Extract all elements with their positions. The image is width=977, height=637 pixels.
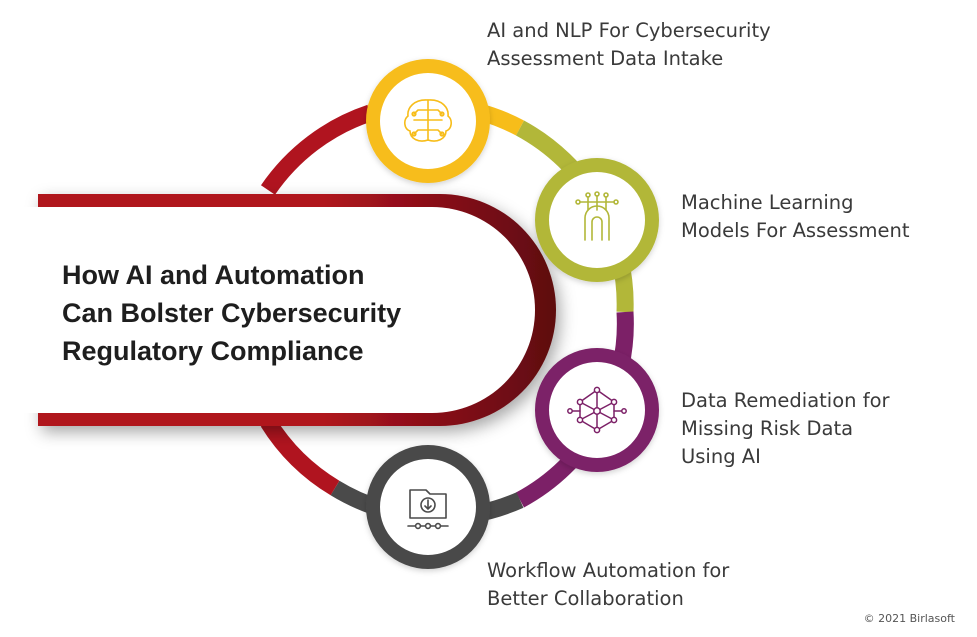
step-3-line-1: Data Remediation for bbox=[681, 389, 890, 412]
step-2-line-1: Machine Learning bbox=[681, 191, 854, 214]
workflow-folder-icon bbox=[407, 489, 449, 530]
step-label-4: Workflow Automation for Better Collabora… bbox=[487, 557, 729, 613]
page-title: How AI and Automation Can Bolster Cybers… bbox=[62, 256, 482, 370]
step-label-2: Machine Learning Models For Assessment bbox=[681, 189, 910, 245]
step-label-3: Data Remediation for Missing Risk Data U… bbox=[681, 387, 890, 471]
step-1-line-1: AI and NLP For Cybersecurity bbox=[487, 19, 771, 42]
ai-brain-circuit-icon bbox=[404, 99, 452, 142]
copyright-text: © 2021 Birlasoft bbox=[863, 612, 955, 625]
step-3-line-3: Using AI bbox=[681, 445, 761, 468]
step-4-line-2: Better Collaboration bbox=[487, 587, 684, 610]
title-line-1: How AI and Automation bbox=[62, 260, 365, 290]
step-circle-2 bbox=[535, 158, 659, 282]
step-2-line-2: Models For Assessment bbox=[681, 219, 910, 242]
step-1-line-2: Assessment Data Intake bbox=[487, 47, 724, 70]
title-line-2: Can Bolster Cybersecurity bbox=[62, 298, 402, 328]
step-3-line-2: Missing Risk Data bbox=[681, 417, 854, 440]
ai-network-icon bbox=[567, 386, 627, 434]
ring-segment-red-bottom bbox=[260, 417, 340, 496]
step-label-1: AI and NLP For Cybersecurity Assessment … bbox=[487, 17, 771, 73]
machine-learning-touch-icon bbox=[575, 191, 619, 241]
capsule-white-body bbox=[0, 207, 535, 413]
step-4-line-1: Workflow Automation for bbox=[487, 559, 730, 582]
title-capsule bbox=[0, 194, 556, 426]
ring-segment-red-top bbox=[260, 104, 373, 195]
title-line-3: Regulatory Compliance bbox=[62, 336, 364, 366]
